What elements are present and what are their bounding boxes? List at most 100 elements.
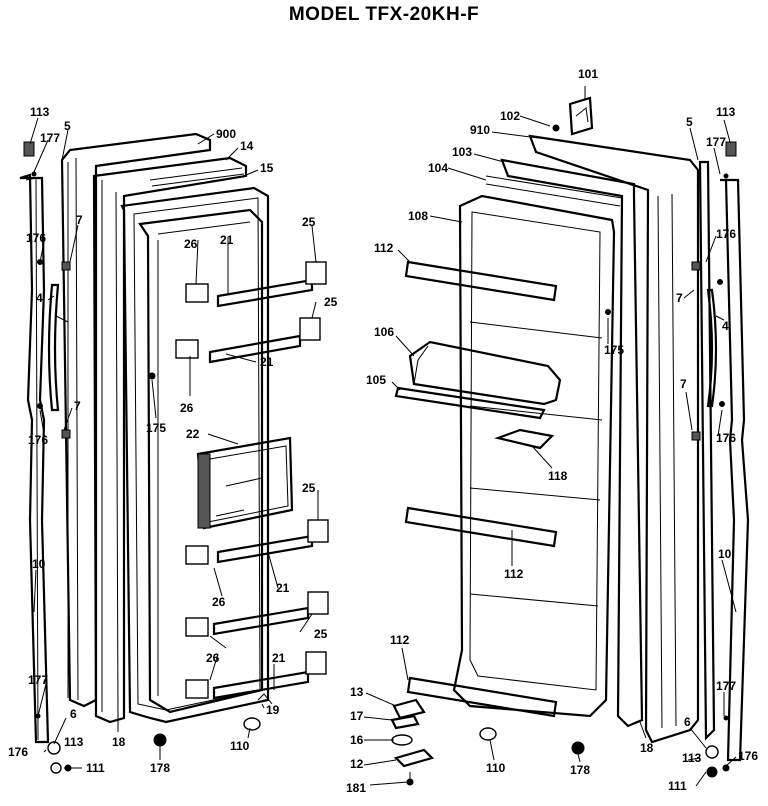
callout-6: 6 (684, 715, 691, 729)
callout-118: 118 (548, 469, 568, 483)
callout-21: 21 (260, 355, 274, 369)
callout-7: 7 (676, 291, 683, 305)
callout-26: 26 (212, 595, 226, 609)
left-handle (47, 283, 60, 412)
callout-25: 25 (314, 627, 328, 641)
bottom-hinge-13 (392, 698, 426, 720)
right-outer-door (698, 160, 716, 741)
left-inner-liner (138, 208, 264, 714)
callout-104: 104 (428, 161, 448, 175)
callout-176: 176 (738, 749, 758, 763)
callout-25: 25 (324, 295, 338, 309)
right-door-assembly (390, 96, 750, 786)
callout-25: 25 (302, 215, 316, 229)
callout-12: 12 (350, 757, 364, 771)
callout-113: 113 (682, 751, 702, 765)
callout-5: 5 (686, 115, 693, 129)
callout-181: 181 (346, 781, 366, 795)
callout-110: 110 (486, 761, 506, 775)
callout-21: 21 (276, 581, 290, 595)
callout-177: 177 (706, 135, 726, 149)
callout-103: 103 (452, 145, 472, 159)
callout-18: 18 (112, 735, 126, 749)
left-shelf-bars (208, 278, 314, 700)
callout-110: 110 (230, 739, 250, 753)
left-door-liner (120, 186, 270, 724)
butter-bin-106 (408, 340, 562, 406)
callout-18: 18 (640, 741, 654, 755)
callout-17: 17 (350, 709, 364, 723)
callout-175: 175 (146, 421, 166, 435)
callout-112: 112 (504, 567, 524, 581)
callout-176: 176 (26, 231, 46, 245)
callout-108: 108 (408, 209, 428, 223)
right-door-frame (500, 158, 644, 728)
callout-101: 101 (578, 67, 598, 81)
callout-21: 21 (272, 651, 286, 665)
callout-7: 7 (76, 213, 83, 227)
left-handle-strip (19, 173, 50, 744)
callout-900: 900 (216, 127, 236, 141)
left-top-cap-113 (23, 141, 35, 157)
right-bottom-plug-178 (571, 741, 585, 755)
callout-26: 26 (206, 651, 220, 665)
right-top-cap-113 (725, 141, 737, 157)
callout-4: 4 (722, 319, 729, 333)
callout-13: 13 (350, 685, 364, 699)
callout-5: 5 (64, 119, 71, 133)
callout-6: 6 (70, 707, 77, 721)
callout-113: 113 (30, 105, 50, 119)
left-shelf-brackets (175, 261, 329, 699)
callout-105: 105 (366, 373, 386, 387)
callout-176: 176 (28, 433, 48, 447)
callout-178: 178 (150, 761, 170, 775)
callout-102: 102 (500, 109, 520, 123)
right-cap-110 (479, 727, 497, 741)
left-door-gasket (92, 156, 248, 724)
callout-113: 113 (64, 735, 84, 749)
left-dairy-door (196, 436, 294, 530)
callout-4: 4 (36, 291, 43, 305)
callout-25: 25 (302, 481, 316, 495)
callout-112: 112 (390, 633, 410, 647)
callout-7: 7 (680, 377, 687, 391)
callout-113: 113 (716, 105, 736, 119)
callout-labels: 113 5 177 900 14 15 7 176 4 7 176 10 177… (8, 67, 758, 795)
callout-111: 111 (668, 779, 687, 793)
right-shelf-bars (404, 260, 558, 718)
callout-177: 177 (40, 131, 60, 145)
callout-178: 178 (570, 763, 590, 777)
right-door-liner (452, 194, 616, 718)
leader-lines (29, 86, 737, 787)
left-outer-door (60, 132, 212, 708)
callout-10: 10 (32, 557, 46, 571)
callout-176: 176 (8, 745, 28, 759)
top-hinge-101 (568, 96, 594, 136)
callout-16: 16 (350, 733, 364, 747)
callout-106: 106 (374, 325, 394, 339)
left-bottom-plug-178 (153, 733, 167, 747)
callout-7: 7 (74, 399, 81, 413)
callout-176: 176 (716, 227, 736, 241)
callout-14: 14 (240, 139, 254, 153)
callout-26: 26 (184, 237, 198, 251)
left-cap-110 (243, 717, 261, 731)
right-door-gasket (528, 134, 700, 744)
callout-21: 21 (220, 233, 234, 247)
callout-177: 177 (716, 679, 736, 693)
callout-15: 15 (260, 161, 274, 175)
right-handle-strip (720, 178, 750, 762)
callout-175: 175 (604, 343, 624, 357)
callout-177: 177 (28, 673, 48, 687)
callout-910: 910 (470, 123, 490, 137)
callout-176: 176 (716, 431, 736, 445)
right-handle (706, 288, 718, 408)
egg-tray-118 (494, 428, 555, 450)
callout-111: 111 (86, 761, 105, 775)
callout-19: 19 (266, 703, 280, 717)
left-door-assembly (19, 132, 329, 774)
callout-22: 22 (186, 427, 200, 441)
callout-10: 10 (718, 547, 732, 561)
callout-26: 26 (180, 401, 194, 415)
